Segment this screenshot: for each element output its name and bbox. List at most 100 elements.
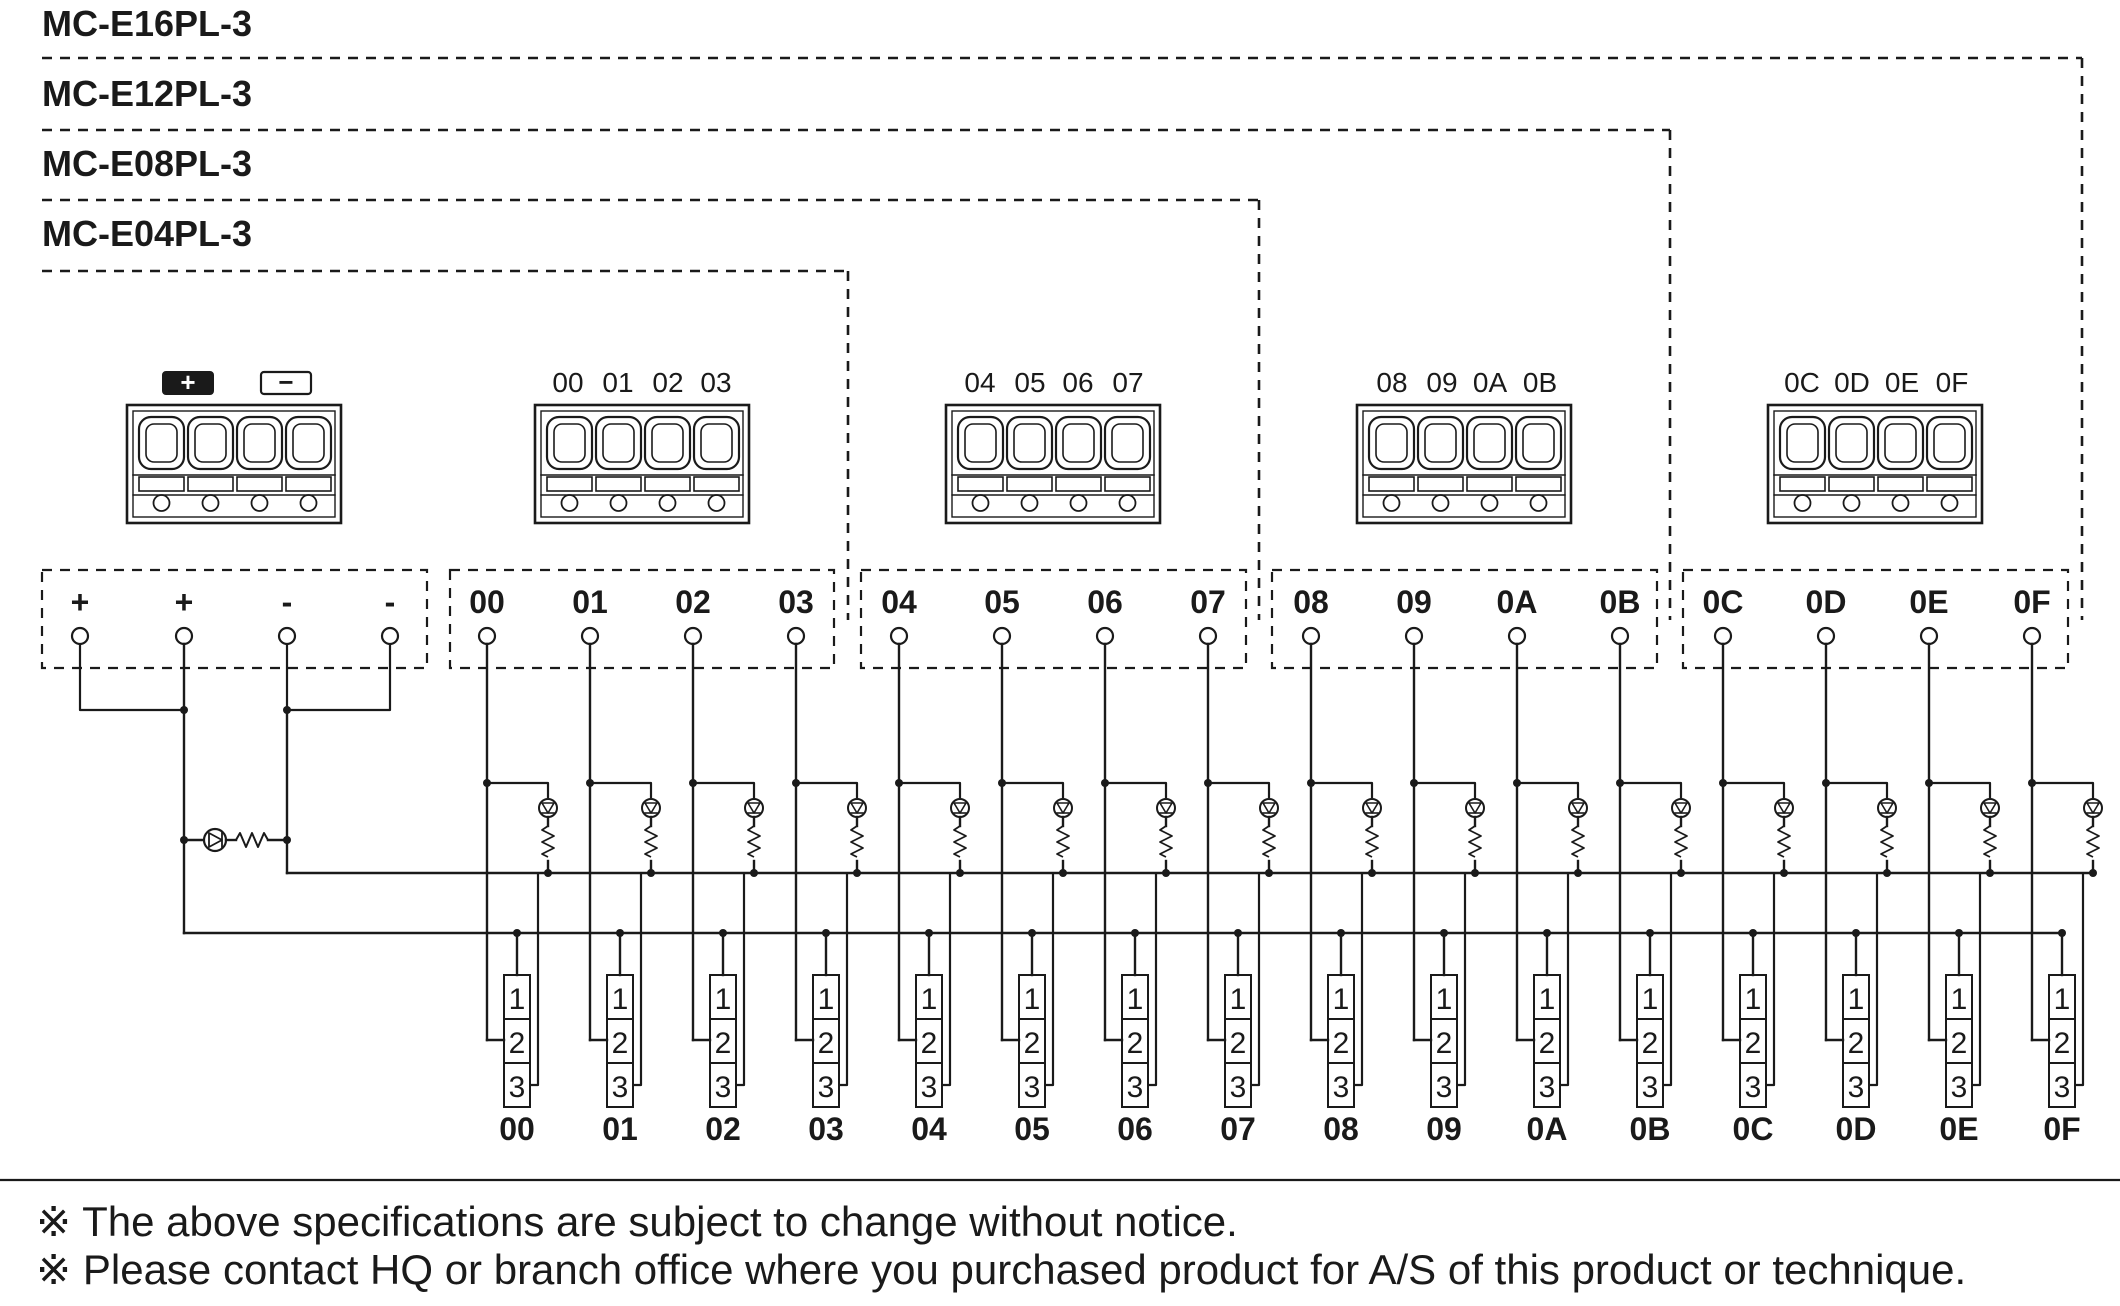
connector-socket xyxy=(1778,415,1827,471)
power-terminal-ring xyxy=(70,626,90,646)
footnote-contact: ※ Please contact HQ or branch office whe… xyxy=(36,1246,1967,1293)
channel-pin-number: 1 xyxy=(509,983,526,1016)
channel-resistor-symbol xyxy=(1468,825,1482,858)
channel-bottom-label: 09 xyxy=(1426,1111,1462,1147)
footnotes: ※ The above specifications are subject t… xyxy=(36,1198,2086,1294)
channel-pin-number: 2 xyxy=(1024,1027,1041,1060)
channel-led-arrow xyxy=(1880,802,1894,814)
channel-led-branch xyxy=(590,781,653,798)
connector-channel-label: 08 xyxy=(1376,367,1407,398)
connector-lever xyxy=(693,476,740,492)
output-terminal-ring xyxy=(580,626,600,646)
terminal-block-connector xyxy=(533,403,751,525)
output-terminal-label: 09 xyxy=(1396,584,1432,620)
output-terminal-label: 03 xyxy=(778,584,814,620)
channel-bottom-label: 02 xyxy=(705,1111,741,1147)
connector-inner-frame xyxy=(1362,410,1566,518)
connector-lever xyxy=(1779,476,1826,492)
junction-dot xyxy=(853,869,861,877)
channel-pin-number: 3 xyxy=(1951,1071,1968,1104)
channel-pin-number: 1 xyxy=(1436,983,1453,1016)
power-terminal-ring xyxy=(277,626,297,646)
connector-socket xyxy=(1367,415,1416,471)
connector-socket-inner xyxy=(1933,423,1966,463)
channel-ground-return xyxy=(1972,873,1982,1087)
channel-bottom-label: 08 xyxy=(1323,1111,1359,1147)
model-label: MC-E08PL-3 xyxy=(42,143,252,184)
channel-pin-number: 3 xyxy=(1642,1071,1659,1104)
channel-bottom-label: 04 xyxy=(911,1111,947,1147)
channel-bottom-label: 0A xyxy=(1527,1111,1568,1147)
connector-socket-inner xyxy=(651,423,684,463)
channel-led-arrow xyxy=(1365,802,1379,814)
channel-bottom-label: 0B xyxy=(1630,1111,1671,1147)
connector-lever xyxy=(1828,476,1875,492)
connector-socket xyxy=(1005,415,1054,471)
junction-dot xyxy=(1162,869,1170,877)
connector-lever xyxy=(1368,476,1415,492)
connector-socket-inner xyxy=(1884,423,1917,463)
power-led-arrow xyxy=(208,832,223,848)
junction-dot xyxy=(956,869,964,877)
channel-led-arrow xyxy=(2086,802,2100,814)
channel-bottom-label: 05 xyxy=(1014,1111,1050,1147)
channel-resistor-symbol xyxy=(747,825,761,858)
connector-channel-label: 00 xyxy=(552,367,583,398)
connector-lever xyxy=(595,476,642,492)
connector-socket-inner xyxy=(1424,423,1457,463)
channel-bottom-label: 07 xyxy=(1220,1111,1256,1147)
channel-led-symbol xyxy=(1156,798,1176,818)
junction-dot xyxy=(180,836,188,844)
power-resistor-symbol xyxy=(235,832,269,848)
connector-socket-inner xyxy=(1111,423,1144,463)
power-terminal-ring xyxy=(174,626,194,646)
channel-pin-number: 2 xyxy=(1539,1027,1556,1060)
connector-lever xyxy=(138,476,185,492)
connector-channel-label: 0B xyxy=(1523,367,1557,398)
connector-screw xyxy=(152,494,171,512)
output-terminal-ring xyxy=(1713,626,1733,646)
channel-resistor-symbol xyxy=(850,825,864,858)
power-terminal-label: - xyxy=(282,584,293,620)
connector-screw xyxy=(1842,494,1861,512)
connector-screw xyxy=(1529,494,1548,512)
channel-led-branch xyxy=(1723,781,1786,798)
channel-pin-number: 3 xyxy=(612,1071,629,1104)
connector-channel-label: 09 xyxy=(1426,367,1457,398)
connector-screw xyxy=(560,494,579,512)
channel-led-branch xyxy=(1929,781,1992,798)
channel-pin-number: 3 xyxy=(2054,1071,2071,1104)
connector-socket-inner xyxy=(1786,423,1819,463)
channel-bottom-label: 00 xyxy=(499,1111,535,1147)
connector-screw xyxy=(1069,494,1088,512)
channel-ground-return xyxy=(633,873,643,1087)
channel-led-symbol xyxy=(847,798,867,818)
connector-socket-inner xyxy=(602,423,635,463)
channel-bottom-label: 0E xyxy=(1939,1111,1978,1147)
connector-socket xyxy=(1465,415,1514,471)
channel-led-branch xyxy=(796,781,859,798)
connector-lever xyxy=(285,476,332,492)
model-label: MC-E16PL-3 xyxy=(42,3,252,44)
channel-resistor-symbol xyxy=(541,825,555,858)
connector-socket-inner xyxy=(1473,423,1506,463)
junction-dot xyxy=(1883,869,1891,877)
connector-socket xyxy=(1827,415,1876,471)
channel-pin-number: 2 xyxy=(1951,1027,1968,1060)
connector-channel-label: 05 xyxy=(1014,367,1045,398)
channel-ground-return xyxy=(1045,873,1055,1087)
channel-led-branch xyxy=(1311,781,1374,798)
channel-ground-return xyxy=(1560,873,1570,1087)
channel-led-symbol xyxy=(1774,798,1794,818)
connector-socket xyxy=(1925,415,1974,471)
channel-bottom-label: 0D xyxy=(1836,1111,1877,1147)
channel-pin-number: 1 xyxy=(921,983,938,1016)
connector-screw xyxy=(1020,494,1039,512)
connector-socket xyxy=(594,415,643,471)
output-terminal-label: 0B xyxy=(1600,584,1641,620)
connector-lever xyxy=(1877,476,1924,492)
connector-socket xyxy=(137,415,186,471)
channel-led-arrow xyxy=(1262,802,1276,814)
channel-resistor-symbol xyxy=(1056,825,1070,858)
connector-inner-frame xyxy=(951,410,1155,518)
